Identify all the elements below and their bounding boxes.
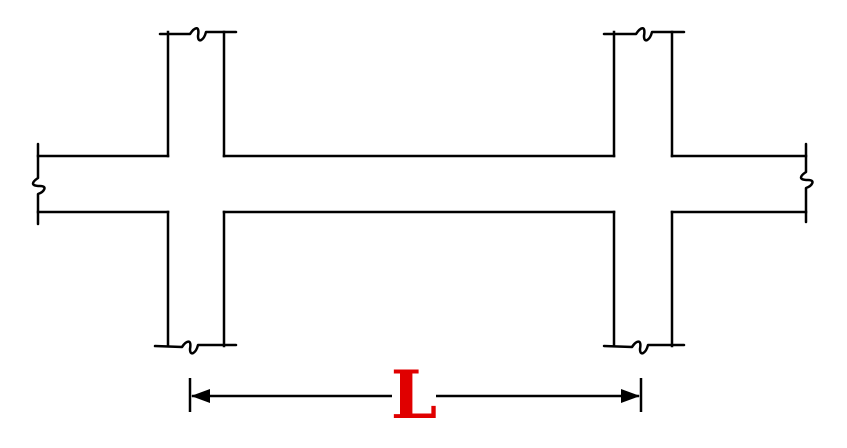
break-line-beam-right-end bbox=[799, 142, 814, 224]
break-line-right-column-top bbox=[602, 27, 686, 42]
dimension-arrowhead-right bbox=[621, 389, 640, 403]
break-line-left-column-bottom bbox=[153, 340, 238, 355]
right-column bbox=[612, 30, 674, 348]
break-lines bbox=[31, 27, 814, 355]
span-dimension: L bbox=[188, 356, 643, 434]
break-line-right-column-bottom bbox=[602, 340, 686, 355]
dimension-arrowhead-left bbox=[191, 389, 210, 403]
span-label: L bbox=[391, 356, 437, 434]
left-column bbox=[166, 30, 226, 348]
break-line-beam-left-end bbox=[31, 142, 46, 226]
beam bbox=[36, 154, 808, 214]
break-line-left-column-top bbox=[158, 27, 238, 42]
